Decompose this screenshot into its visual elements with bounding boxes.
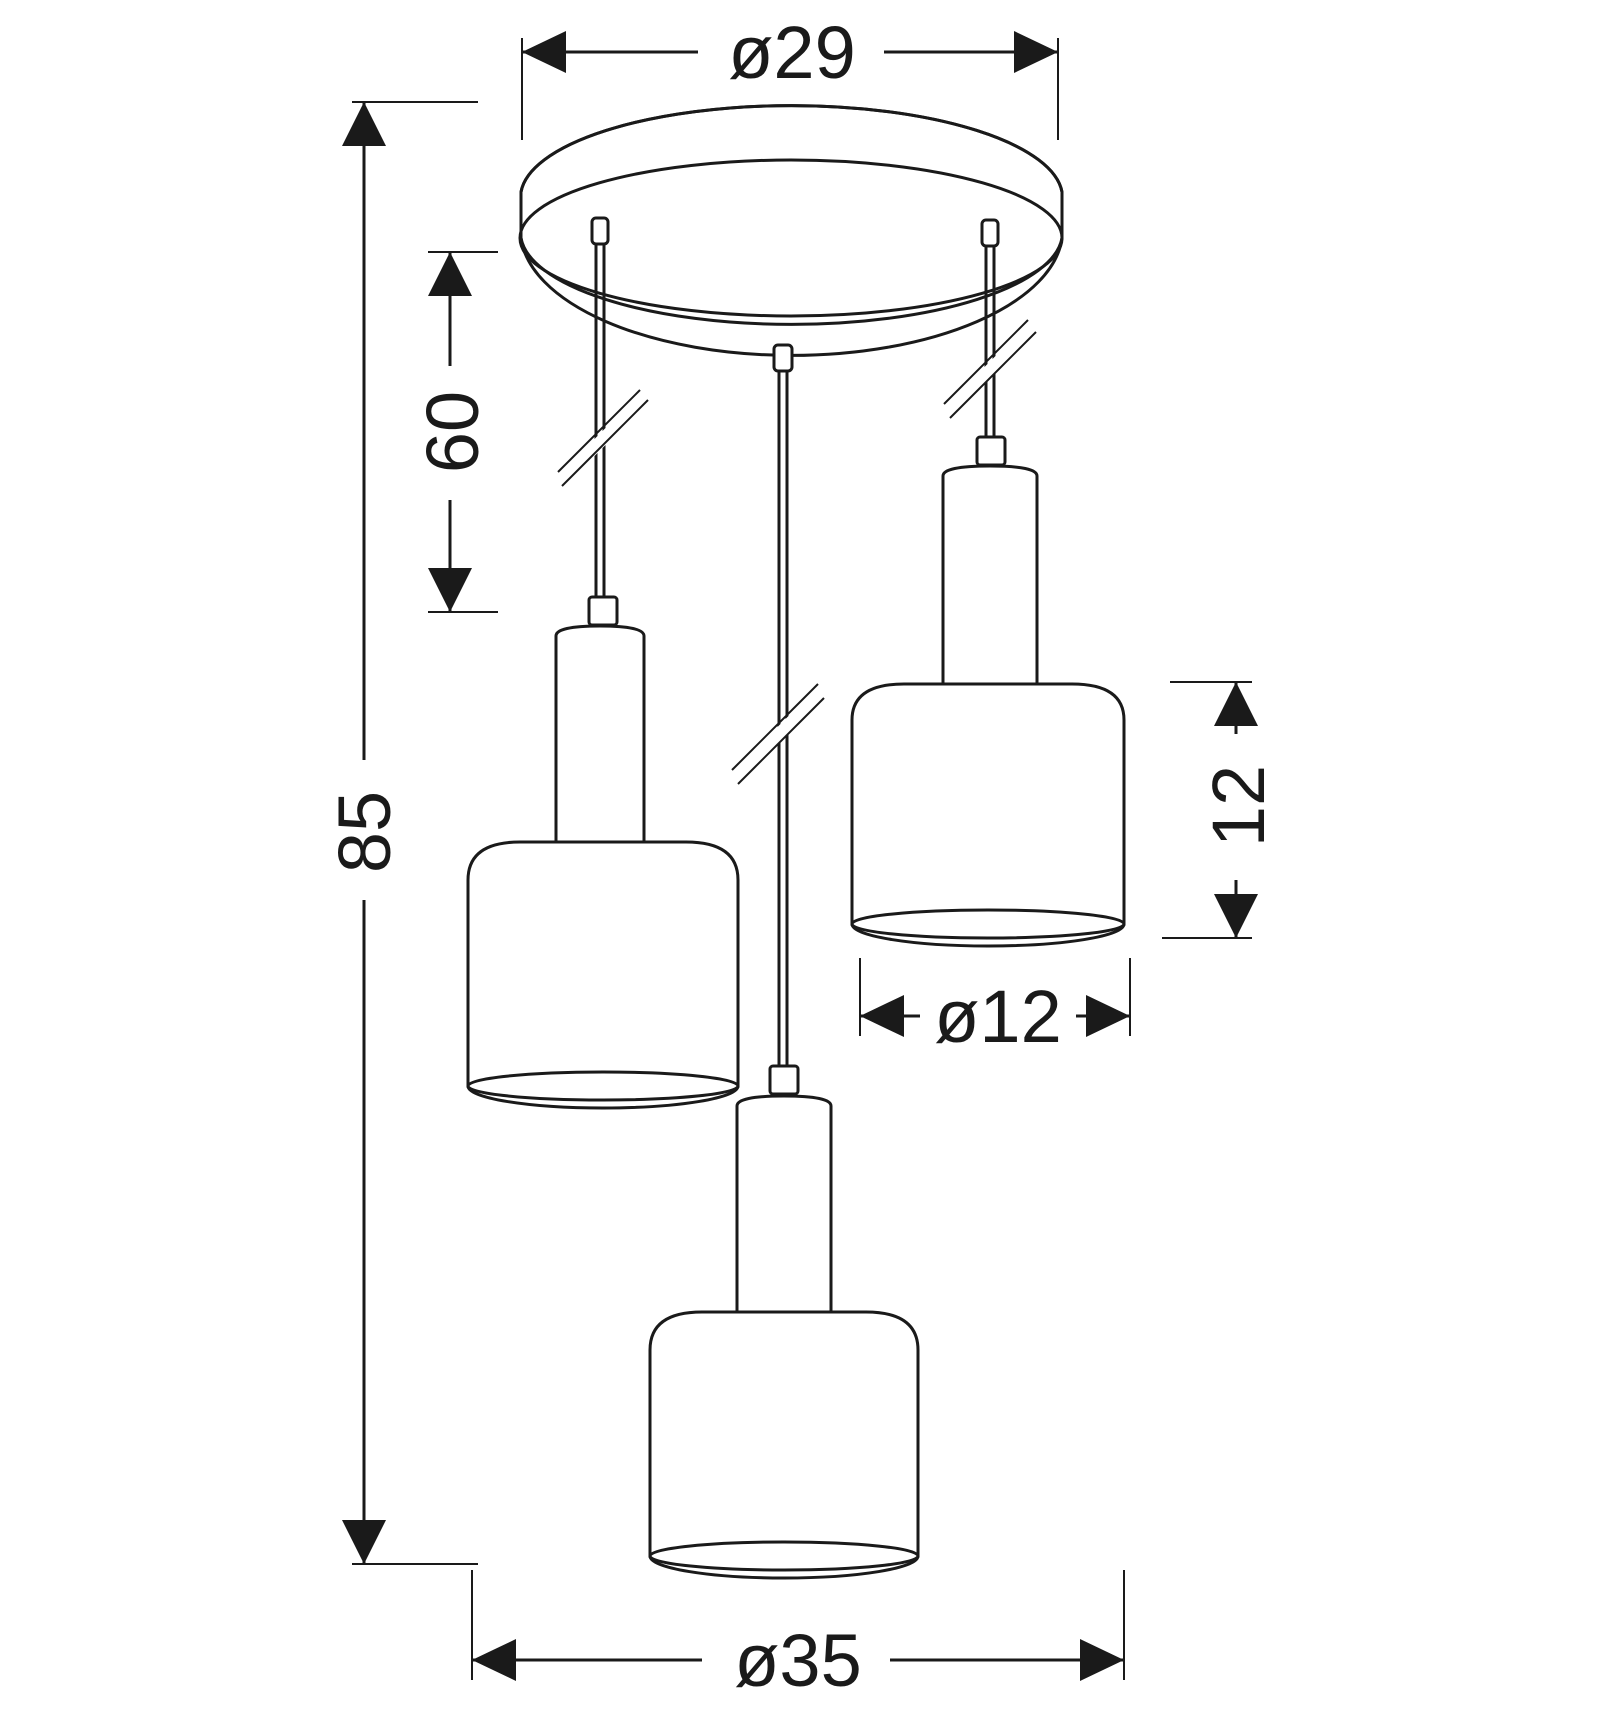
overall-diameter-label: ø35 (734, 1619, 862, 1702)
right-pendant (850, 435, 1126, 948)
arrow-right (1014, 31, 1058, 73)
shade-diameter-label: ø12 (934, 975, 1062, 1058)
shade-diameter-dimension: ø12 (859, 958, 1131, 1058)
right-cable (943, 246, 1037, 437)
shade-height-label: 12 (1197, 765, 1280, 847)
left-pendant (466, 595, 740, 1110)
cable-length-dimension: 60 (411, 251, 498, 613)
shade-height-dimension: 12 (1162, 681, 1280, 939)
arrow-right (1080, 1639, 1124, 1681)
arrow-left (472, 1639, 516, 1681)
arrow-left (860, 995, 904, 1037)
canopy-diameter-label: ø29 (728, 11, 856, 94)
arrow-down (1214, 894, 1258, 938)
total-height-dimension: 85 (323, 101, 478, 1565)
center-cable (730, 371, 825, 1066)
arrow-down (342, 1520, 386, 1564)
arrow-up (342, 102, 386, 146)
arrow-left (522, 31, 566, 73)
cable-length-label: 60 (411, 391, 494, 473)
arrow-right (1086, 995, 1130, 1037)
cable-anchors (590, 216, 1000, 373)
canopy-diameter-dimension: ø29 (521, 11, 1059, 140)
center-pendant (648, 1064, 920, 1580)
arrow-up (1214, 682, 1258, 726)
arrow-down (428, 568, 472, 612)
arrow-up (428, 252, 472, 296)
left-cable (557, 244, 649, 597)
overall-diameter-dimension: ø35 (471, 1570, 1125, 1702)
total-height-label: 85 (323, 791, 406, 873)
